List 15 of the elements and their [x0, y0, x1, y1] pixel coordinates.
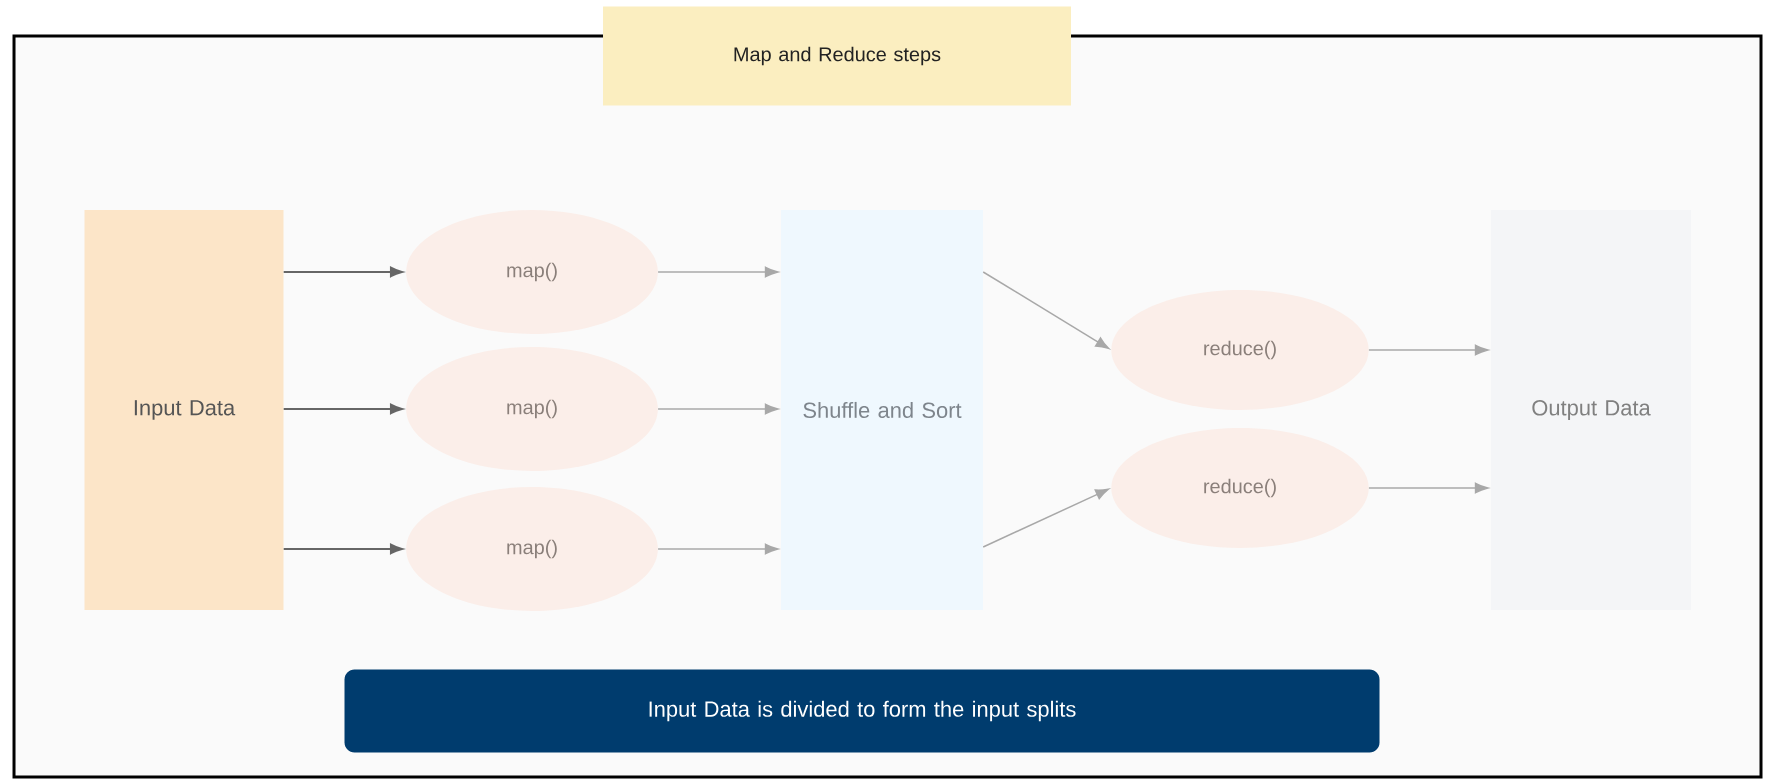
arrow	[982, 271, 1110, 350]
arrow	[282, 543, 403, 555]
input-box: Input Data	[84, 210, 284, 610]
title-box: Map and Reduce steps	[603, 6, 1071, 106]
caption-bar: Input Data is divided to form the input splits	[344, 669, 1380, 753]
arrow	[982, 488, 1110, 548]
arrow	[282, 266, 403, 278]
arrow	[657, 543, 779, 555]
arrow	[657, 403, 779, 415]
arrow	[1368, 344, 1489, 356]
arrow	[1368, 482, 1489, 494]
shuffle-box: Shuffle and Sort	[781, 210, 983, 610]
arrow	[282, 403, 403, 415]
arrow	[657, 266, 779, 278]
output-box: Output Data	[1491, 210, 1691, 610]
